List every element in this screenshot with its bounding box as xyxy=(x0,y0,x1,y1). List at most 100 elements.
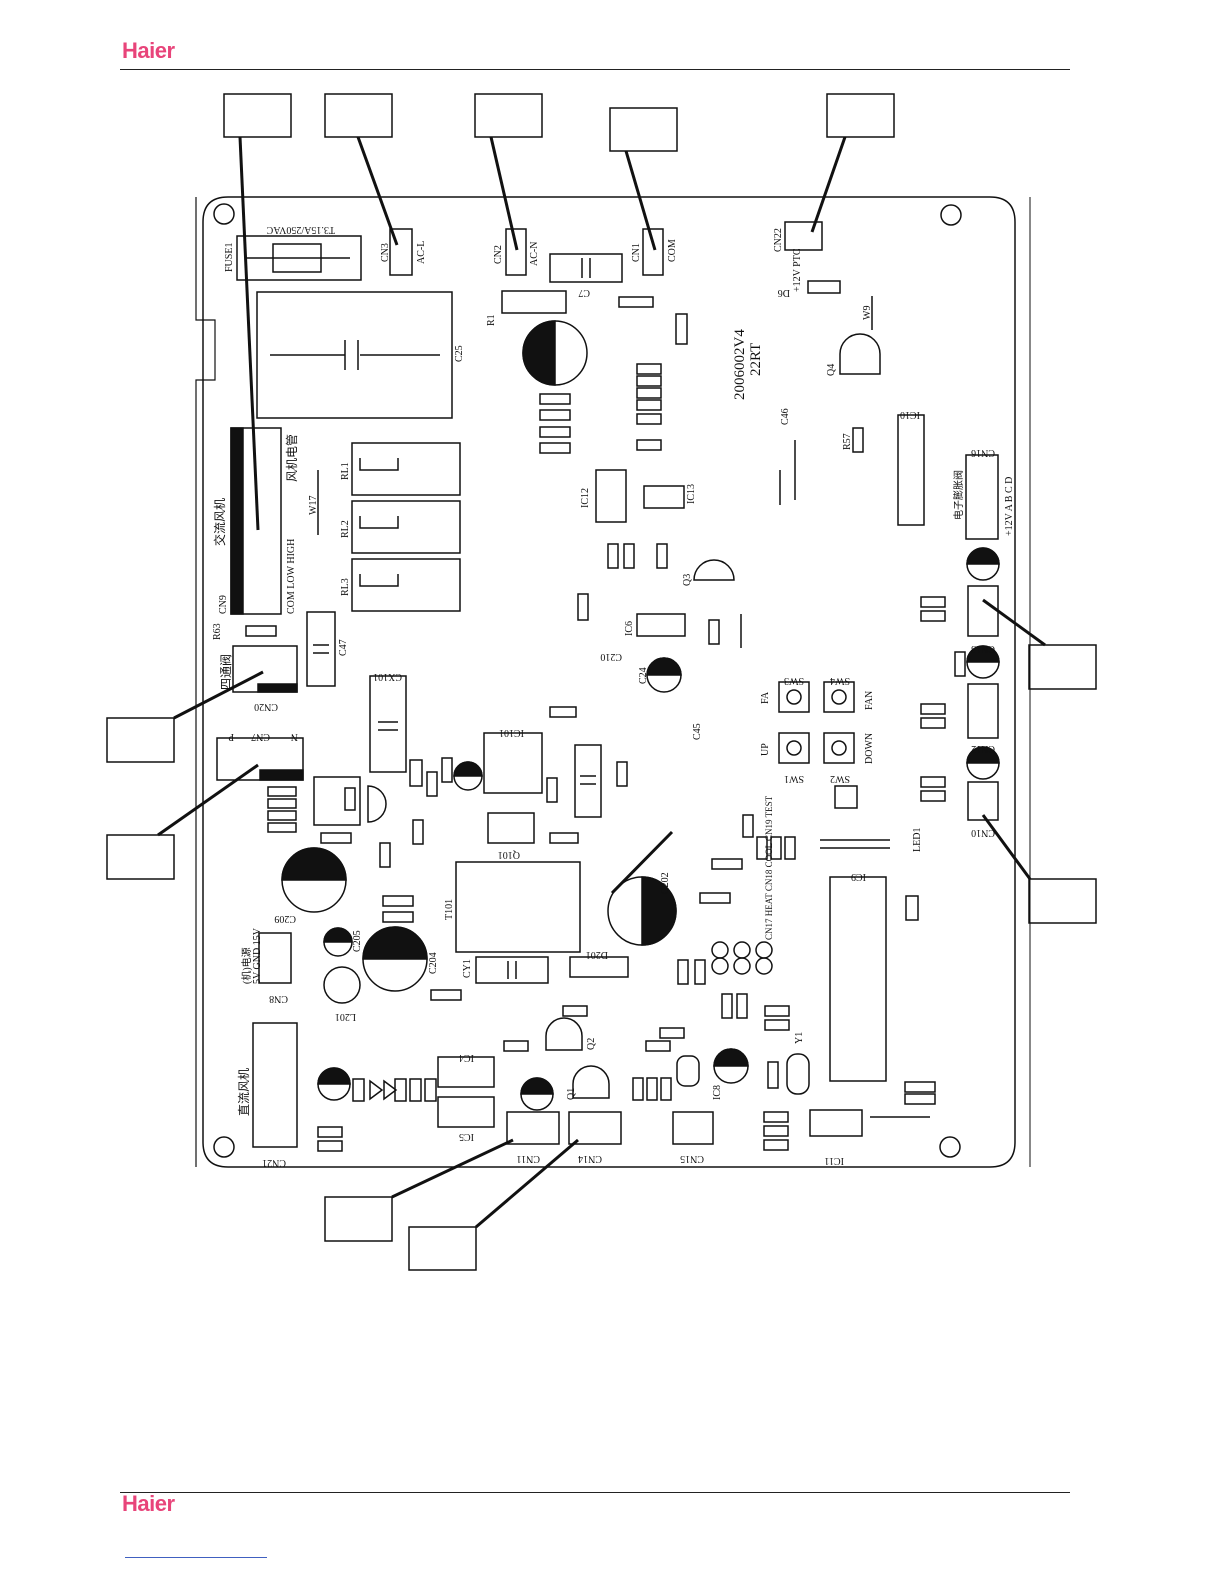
cn20-title-label: 四通阀 xyxy=(219,654,233,690)
ic12-label: IC12 xyxy=(580,488,591,508)
callout-box-6 xyxy=(1028,644,1097,690)
fuse-label: FUSE1 xyxy=(224,243,235,272)
c25-label: C25 xyxy=(454,345,465,362)
ic101-label: IC101 xyxy=(499,727,524,738)
cy1-label: CY1 xyxy=(462,959,473,978)
board-model-label: 22RT xyxy=(748,343,764,376)
rl1-label: RL1 xyxy=(340,462,351,480)
callout-box-1 xyxy=(223,93,292,138)
fan-label: FAN xyxy=(864,691,875,710)
rl3-label: RL3 xyxy=(340,578,351,596)
q1-label: Q1 xyxy=(566,1088,577,1100)
cn7-n-label: N xyxy=(291,731,298,742)
cn16-pins-label: +12V A B C D xyxy=(1004,477,1015,536)
cn10-label: CN10 xyxy=(971,827,995,838)
callout-box-9 xyxy=(106,834,175,880)
c205-label: C205 xyxy=(352,930,363,952)
cn21-title-label: 直流风机 xyxy=(237,1068,251,1116)
callout-box-10 xyxy=(324,1196,393,1242)
fa-label: FA xyxy=(760,691,771,704)
ic5-label: IC5 xyxy=(459,1131,474,1142)
sw4-label: SW4 xyxy=(830,675,850,686)
l201-label: L201 xyxy=(335,1011,356,1022)
t101-label: T101 xyxy=(444,899,455,920)
cn13-label: CN13 xyxy=(971,643,995,654)
ic9-label: IC9 xyxy=(851,871,866,882)
callout-box-4 xyxy=(609,107,678,152)
callout-box-11 xyxy=(408,1226,477,1271)
cn16-title-label: 电子膨胀阀 xyxy=(952,470,965,520)
callout-box-5 xyxy=(826,93,895,138)
c45-label: C45 xyxy=(692,723,703,740)
cx101-label: CX101 xyxy=(373,671,402,682)
rl2-label: RL2 xyxy=(340,520,351,538)
footer-rule xyxy=(120,1492,1070,1493)
ac-l-label: AC-L xyxy=(416,241,427,264)
cn12-label: CN12 xyxy=(971,743,995,754)
cn7-p-label: P xyxy=(228,731,234,742)
sw3-label: SW3 xyxy=(784,675,804,686)
d6-label: D6 xyxy=(778,287,790,298)
cn22-label: CN22 xyxy=(773,228,784,252)
ac-n-label: AC-N xyxy=(529,242,540,266)
d201-label: D201 xyxy=(586,949,608,960)
down-label: DOWN xyxy=(864,733,875,764)
r63-label: R63 xyxy=(212,623,223,640)
up-label: UP xyxy=(760,743,771,756)
sw1-label: SW1 xyxy=(784,773,804,784)
cn15-label: CN15 xyxy=(680,1153,704,1164)
com-label: COM xyxy=(667,239,678,262)
ic13-label: IC13 xyxy=(686,484,697,504)
cn9-title-label: 交流风机 xyxy=(212,498,227,546)
cn8-title-label: (机)电源 xyxy=(240,947,253,984)
cn1-label: CN1 xyxy=(631,243,642,262)
ic11-label: IC11 xyxy=(824,1155,844,1166)
cn16-label: CN16 xyxy=(971,447,995,458)
r1-label: R1 xyxy=(486,314,497,326)
w9-label: W9 xyxy=(862,306,873,320)
r57-label: R57 xyxy=(842,433,853,450)
cn21-label: CN21 xyxy=(262,1157,286,1168)
c7-label: C7 xyxy=(578,287,590,298)
jumper-labels: CN17 HEAT CN18 COOL CN19 TEST xyxy=(764,795,774,940)
w17-label: W17 xyxy=(308,496,319,515)
c202-label: C202 xyxy=(660,872,671,894)
c210-label: C210 xyxy=(600,651,622,662)
c24-label: C24 xyxy=(638,667,649,684)
cn9-label: CN9 xyxy=(218,595,229,614)
fan-tube-label: 风机电管 xyxy=(284,434,299,482)
q101-label: Q101 xyxy=(498,849,520,860)
callout-box-3 xyxy=(474,93,543,138)
cn11-label: CN11 xyxy=(516,1153,540,1164)
y1-label: Y1 xyxy=(794,1032,805,1044)
callout-box-8 xyxy=(106,717,175,763)
brand-logo-bottom: Haier xyxy=(122,1491,175,1516)
cn7-label: CN7 xyxy=(251,731,270,742)
cn14-label: CN14 xyxy=(578,1153,602,1164)
c47-label: C47 xyxy=(338,639,349,656)
ic4-label: IC4 xyxy=(459,1052,474,1063)
cn20-label: CN20 xyxy=(254,701,278,712)
ic6-label: IC6 xyxy=(624,621,635,636)
brand-logo-top: Haier xyxy=(122,38,175,63)
ic8-label: IC8 xyxy=(712,1085,723,1100)
sw2-label: SW2 xyxy=(830,773,850,784)
board-outline xyxy=(202,196,1016,1168)
cn8-label: CN8 xyxy=(269,993,288,1004)
ic10-label: IC10 xyxy=(900,409,920,420)
c209-label: C209 xyxy=(274,913,296,924)
footer-link-underline[interactable] xyxy=(125,1557,267,1558)
fuse-rating-label: T3.15A/250VAC xyxy=(266,224,335,235)
c46-label: C46 xyxy=(780,408,791,425)
q3-label: Q3 xyxy=(682,574,693,586)
board-version-label: 2006002V4 xyxy=(732,329,748,400)
c204-label: C204 xyxy=(428,952,439,974)
header-rule xyxy=(120,69,1070,70)
cn9-pins-label: COM LOW HIGH xyxy=(286,539,297,614)
q4-label: Q4 xyxy=(826,364,837,376)
ptc-label: +12V PTC xyxy=(792,248,803,292)
cn8-pins-label: 5V GND 15V xyxy=(252,927,263,984)
cn3-label: CN3 xyxy=(380,243,391,262)
callout-box-7 xyxy=(1028,878,1097,924)
